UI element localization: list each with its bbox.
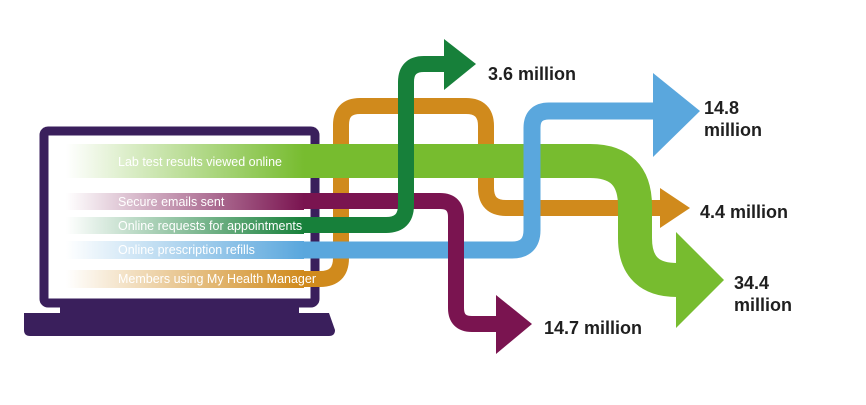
value-members: 4.4 million bbox=[700, 202, 788, 222]
laptop-hinge bbox=[60, 306, 299, 313]
value-lab-line2: million bbox=[734, 295, 792, 315]
value-lab-line1: 34.4 bbox=[734, 273, 769, 293]
emails-ribbon bbox=[304, 193, 500, 332]
emails-arrowhead bbox=[496, 295, 532, 354]
label-lab: Lab test results viewed online bbox=[118, 155, 282, 169]
value-prescriptions-line2: million bbox=[704, 120, 762, 140]
stream-lab bbox=[66, 144, 724, 328]
stream-appointments bbox=[66, 39, 476, 234]
label-prescriptions: Online prescription refills bbox=[118, 243, 255, 257]
stream-emails bbox=[66, 193, 532, 354]
emails-bar bbox=[66, 193, 304, 210]
label-members: Members using My Health Manager bbox=[118, 272, 316, 286]
laptop-base bbox=[24, 313, 335, 336]
stream-prescriptions bbox=[66, 73, 700, 259]
value-prescriptions-line1: 14.8 bbox=[704, 98, 739, 118]
label-emails: Secure emails sent bbox=[118, 195, 225, 209]
value-appointments: 3.6 million bbox=[488, 64, 576, 84]
appointments-ribbon bbox=[304, 56, 448, 233]
lab-arrowhead bbox=[676, 232, 724, 328]
flow-streams bbox=[66, 39, 724, 354]
value-emails: 14.7 million bbox=[544, 318, 642, 338]
prescriptions-arrowhead bbox=[653, 73, 700, 157]
appointments-bar bbox=[66, 217, 304, 234]
label-appointments: Online requests for appointments bbox=[118, 219, 302, 233]
prescriptions-ribbon bbox=[304, 102, 655, 259]
appointments-arrowhead bbox=[444, 39, 476, 90]
members-bar bbox=[66, 270, 304, 288]
lab-bar bbox=[66, 144, 304, 178]
stream-labels: Lab test results viewed online Secure em… bbox=[118, 155, 316, 286]
stream-values: 3.6 million 14.8 million 4.4 million 34.… bbox=[488, 64, 792, 338]
prescriptions-bar bbox=[66, 241, 304, 259]
members-arrowhead bbox=[660, 188, 690, 228]
lab-ribbon bbox=[304, 144, 694, 297]
